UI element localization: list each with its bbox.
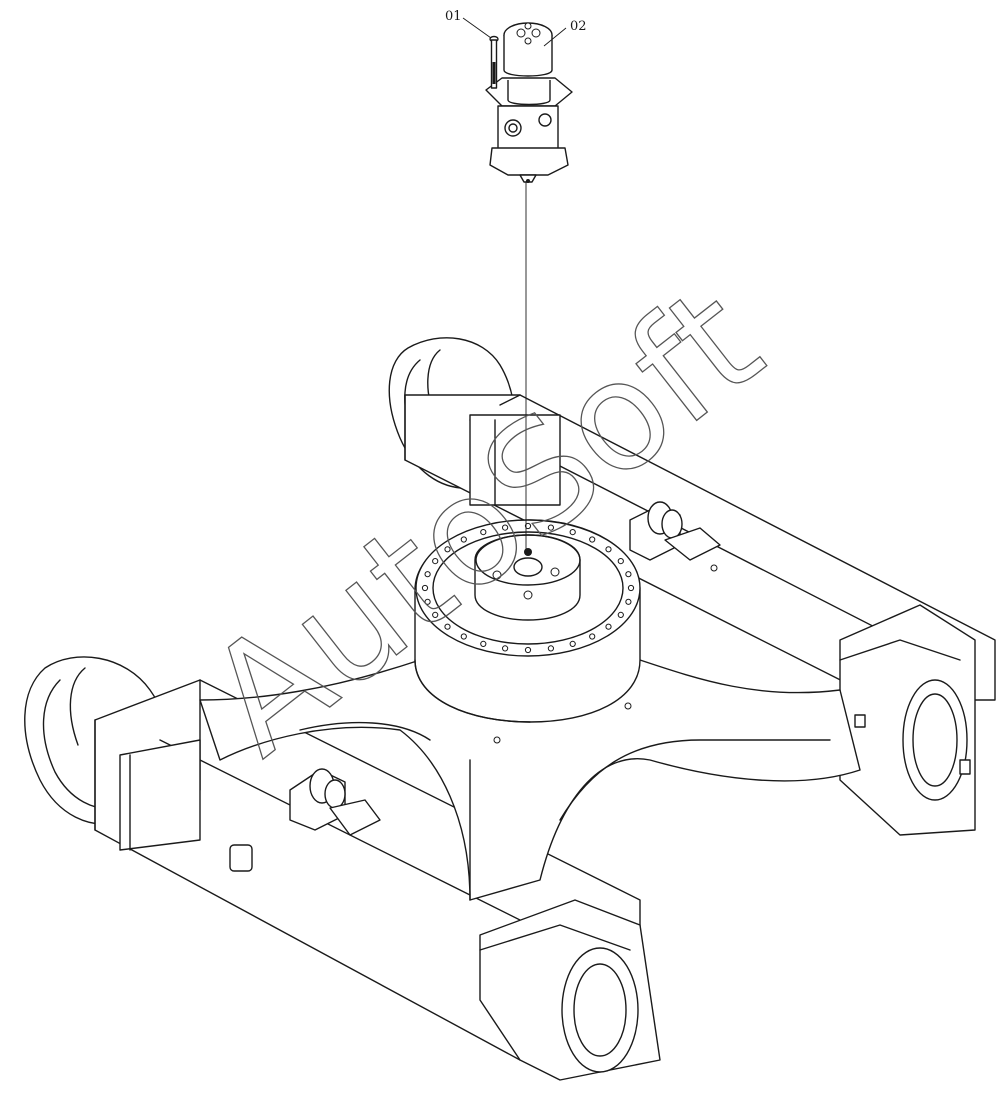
callout-leaders — [462, 17, 567, 47]
ring-bolt-hole — [460, 633, 467, 640]
ring-bolt-hole — [524, 646, 532, 654]
ring-bolt-hole — [605, 623, 612, 630]
ring-bolt-hole — [569, 529, 576, 536]
carrier-roller-front — [289, 768, 381, 836]
ring-bolt-hole — [424, 598, 431, 605]
ring-bolt-hole — [547, 645, 555, 652]
ring-bolt-hole — [589, 633, 596, 640]
ring-bolt-hole — [432, 558, 439, 565]
ring-bolt-hole — [502, 645, 509, 652]
ring-bolt-hole — [502, 524, 509, 531]
ring-bolt-hole — [605, 546, 612, 553]
ring-bolt-hole — [480, 529, 487, 536]
carrier-roller-rear — [629, 501, 721, 561]
center-swivel-joint — [485, 22, 573, 552]
ring-bolt-hole — [421, 584, 429, 592]
ring-bolt-holes — [421, 522, 635, 654]
ring-bolt-hole — [480, 640, 487, 648]
ring-bolt-hole — [547, 524, 555, 531]
ring-bolt-hole — [625, 571, 632, 578]
ring-bolt-hole — [617, 558, 624, 565]
bolt-part-01 — [489, 35, 499, 89]
undercarriage-frame — [24, 337, 996, 1081]
ring-bolt-hole — [617, 611, 624, 619]
slewing-ring — [414, 519, 641, 723]
rear-end-bracket — [839, 604, 976, 836]
ring-bolt-hole — [432, 611, 439, 619]
ring-bolt-hole — [444, 623, 451, 630]
ring-bolt-hole — [444, 546, 451, 553]
ring-bolt-hole — [460, 536, 467, 543]
ring-bolt-hole — [569, 640, 576, 648]
ring-bolt-hole — [524, 522, 532, 530]
ring-bolt-hole — [627, 584, 635, 592]
center-frame — [199, 659, 861, 901]
callout-label-01: 01 — [445, 9, 462, 24]
ring-bolt-hole — [589, 536, 596, 543]
ring-bolt-hole — [424, 571, 431, 578]
ring-bolt-hole — [625, 598, 632, 605]
callout-label-02: 02 — [570, 19, 587, 34]
front-end-bracket — [479, 899, 661, 1081]
